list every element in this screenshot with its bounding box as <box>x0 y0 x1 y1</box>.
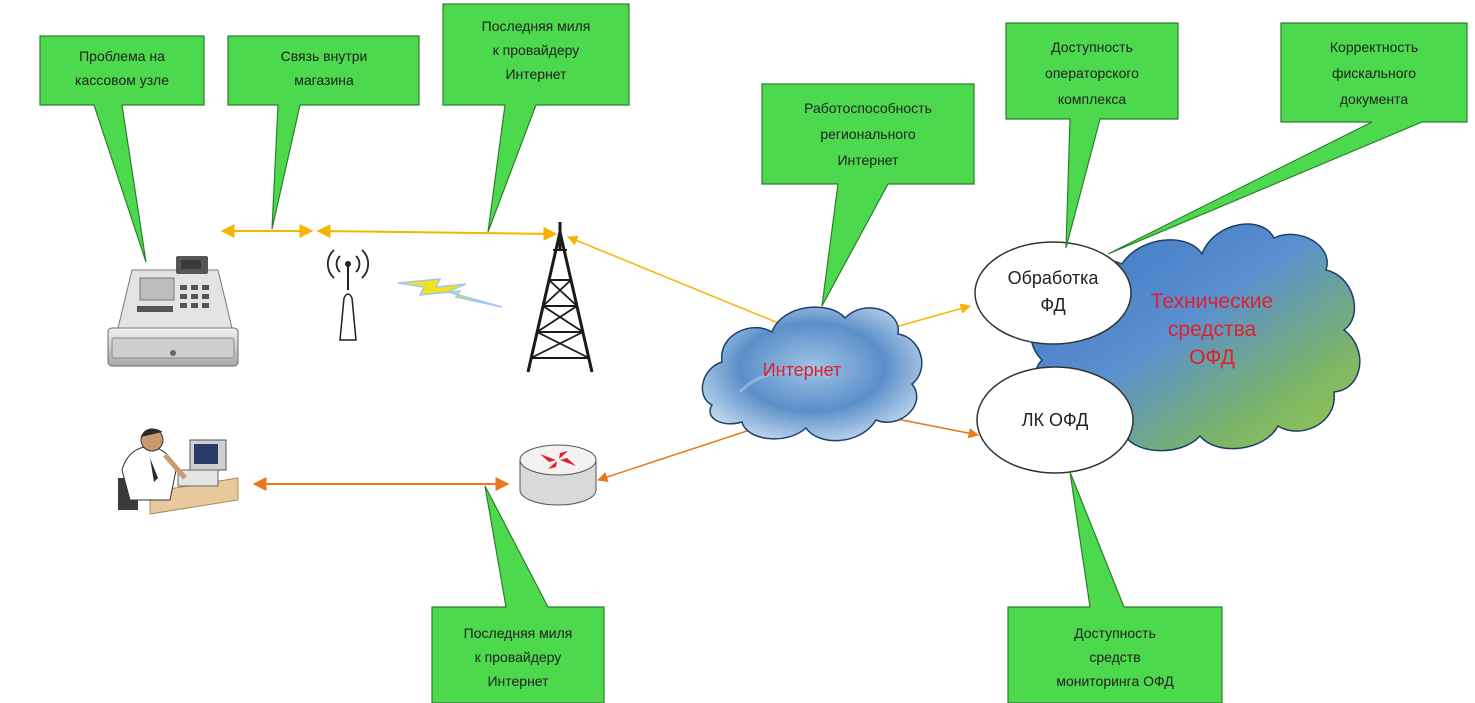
callout-monitoring: Доступность средств мониторинга ОФД <box>1007 471 1223 703</box>
co-operator-line: Доступность <box>1051 39 1133 55</box>
internet-label-line: Интернет <box>763 360 842 380</box>
internet-label: Интернет <box>763 360 842 380</box>
co-fiscal-line: документа <box>1340 91 1408 107</box>
co-lastmile-top-line: Последняя миля <box>482 18 591 34</box>
co-cash-line: кассовом узле <box>75 72 169 88</box>
callout-in-store: Связь внутри магазина <box>227 35 420 230</box>
ofd-tech-label-line: Технические <box>1151 290 1273 313</box>
fd-processing-label-line: ФД <box>1040 295 1065 315</box>
callout-in-store-text: Связь внутри магазина <box>281 48 368 88</box>
co-fiscal-line: фискального <box>1332 65 1416 81</box>
ofd-tech-label-line: ОФД <box>1189 346 1235 369</box>
co-lastmile-top-line: Интернет <box>505 66 567 82</box>
operator-workstation-icon <box>118 428 239 515</box>
co-regional-line: Интернет <box>837 152 899 168</box>
co-fiscal-line: Корректность <box>1330 39 1418 55</box>
co-store-line: магазина <box>294 72 354 88</box>
callout-operator-complex-text: Доступность операторского комплекса <box>1045 39 1139 107</box>
co-operator-line: операторского <box>1045 65 1139 81</box>
router-icon <box>519 444 597 506</box>
co-monitoring-line: мониторинга ОФД <box>1056 673 1174 689</box>
co-cash-line: Проблема на <box>79 48 165 64</box>
co-lastmile-bottom-line: к провайдеру <box>475 649 562 665</box>
co-operator-line: комплекса <box>1058 91 1127 107</box>
lk-ofd-label-line: ЛК ОФД <box>1022 410 1089 430</box>
callout-fiscal-document: Корректность фискального документа <box>1107 22 1468 255</box>
callout-fiscal-document-text: Корректность фискального документа <box>1330 39 1418 107</box>
fd-processing-label-line: Обработка <box>1008 268 1100 288</box>
callout-monitoring-text: Доступность средств мониторинга ОФД <box>1056 625 1174 689</box>
callout-cash-register: Проблема на кассовом узле <box>39 35 205 263</box>
link-ap-tower <box>316 224 558 241</box>
co-lastmile-top-line: к провайдеру <box>493 42 580 58</box>
co-regional-line: Работоспособность <box>804 100 932 116</box>
co-store-line: Связь внутри <box>281 48 368 64</box>
lk-ofd-node: ЛК ОФД <box>976 366 1134 474</box>
co-monitoring-line: Доступность <box>1074 625 1156 641</box>
radio-tower-icon <box>526 222 594 373</box>
co-monitoring-line: средств <box>1089 649 1140 665</box>
co-lastmile-bottom-line: Интернет <box>487 673 549 689</box>
co-regional-line: регионального <box>820 126 916 142</box>
cash-register-icon <box>107 256 239 367</box>
internet-cloud: Интернет <box>701 306 923 442</box>
callout-operator-complex: Доступность операторского комплекса <box>1005 22 1179 249</box>
callout-cash-register-text: Проблема на кассовом узле <box>75 48 169 88</box>
wireless-access-point-icon <box>327 249 369 341</box>
ofd-tech-label-line: средства <box>1168 318 1257 341</box>
lk-ofd-label: ЛК ОФД <box>1022 410 1089 430</box>
co-lastmile-bottom-line: Последняя миля <box>464 625 573 641</box>
wireless-signal-icon <box>397 278 503 308</box>
